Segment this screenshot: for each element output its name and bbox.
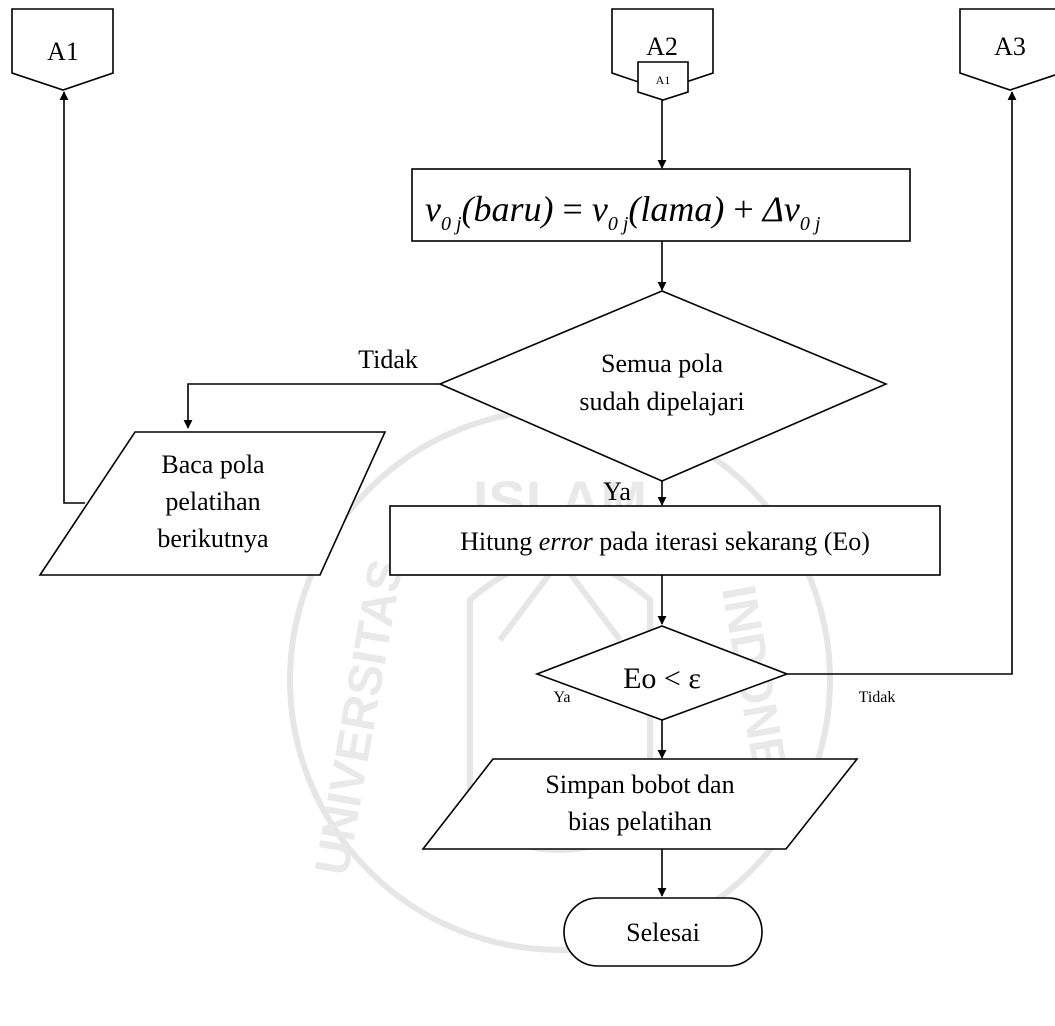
io-read-line3: berikutnya <box>157 524 269 553</box>
io-read-line1: Baca pola <box>161 450 265 479</box>
decision1-no-label: Tidak <box>358 345 418 374</box>
decision1-line2: sudah dipelajari <box>579 387 744 416</box>
connector-a3-label: A3 <box>994 32 1026 61</box>
terminal-text: Selesai <box>626 918 700 947</box>
io-save-line1: Simpan bobot dan <box>545 770 734 799</box>
decision2-text: Eo < ε <box>623 662 701 695</box>
arrow-decision2-no <box>787 91 1017 675</box>
connector-a3: A3 <box>959 8 1055 91</box>
decision1-yes-label: Ya <box>603 477 631 506</box>
watermark-left-text: UNIVERSITAS <box>306 556 414 880</box>
connector-a2: A2 A1 <box>611 8 714 101</box>
decision2-no-label: Tidak <box>859 689 896 706</box>
decision-error-threshold: Eo < ε <box>534 625 790 721</box>
connector-a1: A1 <box>11 8 114 91</box>
compute-error-text: Hitung error pada iterasi sekarang (Eo) <box>460 527 870 556</box>
io-save-line2: bias pelatihan <box>568 807 712 836</box>
connector-a2-inner-label: A1 <box>656 73 671 87</box>
end-terminal: Selesai <box>563 897 763 967</box>
save-weights-io: Simpan bobot dan bias pelatihan <box>421 758 859 850</box>
decision-all-patterns-learned: Semua pola sudah dipelajari <box>437 290 889 482</box>
arrow-read-to-a1 <box>59 91 85 504</box>
connector-a1-label: A1 <box>47 37 79 66</box>
connector-a2-label: A2 <box>646 32 678 61</box>
arrow-decision1-no <box>183 383 440 429</box>
decision2-yes-label: Ya <box>553 689 570 706</box>
decision1-line1: Semua pola <box>601 349 723 378</box>
io-read-line2: pelatihan <box>165 487 260 516</box>
update-bias-process: v0 j(baru) = v0 j(lama) + Δv0 j <box>411 168 911 242</box>
compute-error-process: Hitung error pada iterasi sekarang (Eo) <box>389 505 941 576</box>
read-next-pattern-io: Baca pola pelatihan berikutnya <box>38 431 387 576</box>
update-formula: v0 j(baru) = v0 j(lama) + Δv0 j <box>425 189 821 235</box>
